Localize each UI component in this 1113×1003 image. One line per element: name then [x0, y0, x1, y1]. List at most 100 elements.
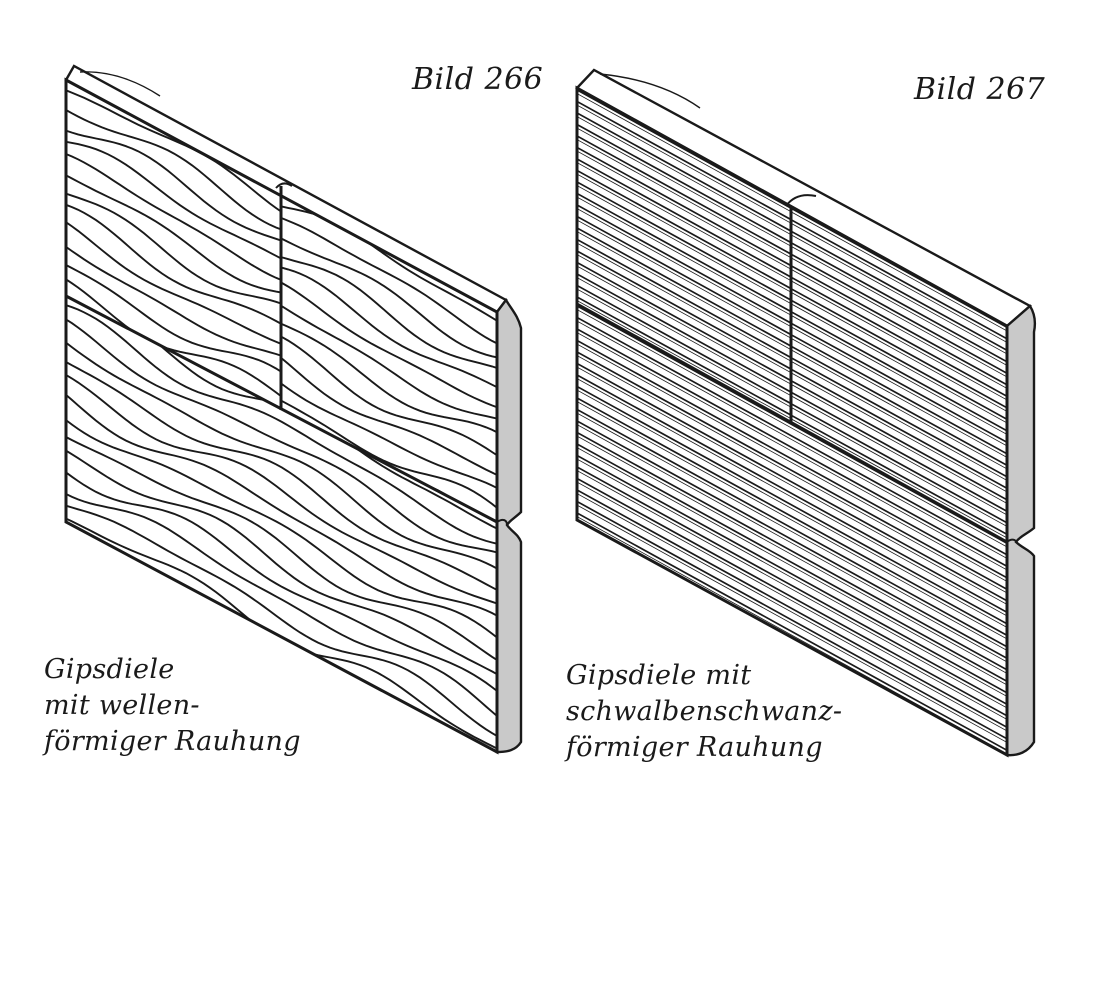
- board-outline: [64, 77, 499, 755]
- groove-line: [791, 335, 1007, 462]
- groove-line: [281, 333, 497, 461]
- groove-line: [577, 324, 1007, 571]
- board-end-section: [495, 297, 523, 754]
- caption-line: förmiger Rauhung: [44, 726, 301, 757]
- groove-line: [791, 346, 1007, 474]
- groove-line: [577, 200, 791, 329]
- groove-line: [577, 227, 791, 356]
- groove-line: [577, 131, 791, 260]
- groove-line: [577, 335, 1007, 583]
- groove-line: [791, 266, 1007, 393]
- groove-line: [281, 352, 497, 480]
- groove-line: [66, 315, 497, 556]
- groove-line: [577, 211, 791, 341]
- groove-line: [281, 301, 497, 422]
- groove-line: [577, 496, 1007, 744]
- caption-line: schwalbenschwanz-: [566, 696, 843, 727]
- groove-line: [577, 466, 1007, 713]
- groove-line: [577, 307, 791, 422]
- groove-line: [577, 489, 1007, 736]
- groove-line: [577, 165, 791, 295]
- groove-line: [577, 316, 1007, 563]
- horizontal-joint: [576, 302, 1008, 544]
- groove-line: [577, 100, 791, 229]
- groove-line: [577, 485, 1007, 732]
- groove-line: [577, 177, 791, 306]
- groove-line: [66, 150, 281, 284]
- groove-line: [66, 274, 281, 403]
- groove-line: [281, 320, 497, 437]
- groove-line: [66, 139, 281, 264]
- wavy-plaster-board-drawing: [64, 64, 523, 755]
- groove-line: [791, 208, 1007, 336]
- groove-line: [577, 246, 791, 375]
- groove-line: [577, 142, 791, 272]
- groove-line: [577, 347, 1007, 594]
- groove-line: [577, 393, 1007, 640]
- groove-line: [66, 217, 281, 348]
- groove-line: [66, 467, 497, 698]
- groove-line: [577, 261, 791, 390]
- groove-line: [66, 190, 281, 307]
- groove-line: [577, 443, 1007, 690]
- groove-line: [66, 357, 497, 595]
- groove-line: [791, 296, 1007, 424]
- groove-line: [791, 411, 1007, 539]
- groove-line: [791, 239, 1007, 367]
- caption-wavy-roughening: Gipsdiele mit wellen- förmiger Rauhung: [44, 652, 301, 760]
- caption-line: mit wellen-: [44, 690, 200, 721]
- groove-line: [577, 204, 791, 333]
- groove-line: [791, 273, 1007, 401]
- groove-line: [791, 285, 1007, 413]
- groove-line: [577, 257, 791, 387]
- groove-line: [577, 250, 791, 379]
- groove-line: [577, 477, 1007, 724]
- groove-line: [577, 123, 791, 252]
- groove-line: [66, 337, 497, 574]
- groove-line: [577, 135, 791, 264]
- groove-line: [577, 473, 1007, 721]
- groove-line: [577, 158, 791, 287]
- groove-line: [577, 280, 791, 410]
- groove-line: [281, 215, 497, 348]
- groove-line: [577, 292, 791, 421]
- groove-line: [281, 254, 497, 372]
- groove-line: [281, 279, 497, 411]
- groove-line: [577, 427, 1007, 675]
- groove-line: [577, 96, 791, 226]
- groove-line: [577, 374, 1007, 621]
- groove-line: [577, 89, 791, 218]
- groove-line: [577, 508, 1007, 755]
- board-end-section: [1005, 304, 1037, 757]
- groove-line: [577, 88, 791, 214]
- figure-number-267: Bild 267: [914, 72, 1046, 107]
- groove-line: [577, 381, 1007, 629]
- groove-line: [66, 370, 497, 607]
- caption-line: förmiger Rauhung: [566, 732, 823, 763]
- groove-line: [577, 192, 791, 321]
- groove-line: [66, 446, 497, 679]
- groove-line: [791, 358, 1007, 485]
- groove-line: [66, 302, 497, 547]
- groove-line: [791, 388, 1007, 516]
- groove-line: [577, 358, 1007, 606]
- groove-line: [577, 431, 1007, 678]
- groove-line: [791, 377, 1007, 505]
- groove-line: [577, 238, 791, 367]
- groove-line: [791, 369, 1007, 497]
- groove-line: [577, 462, 1007, 709]
- groove-line: [577, 328, 1007, 575]
- groove-line: [66, 261, 281, 377]
- groove-line: [791, 243, 1007, 370]
- horizontal-joint: [65, 294, 498, 524]
- board-top-edge: [64, 64, 508, 314]
- groove-line: [577, 269, 791, 398]
- groove-line: [791, 300, 1007, 428]
- groove-line: [577, 296, 791, 422]
- groove-line: [791, 216, 1007, 344]
- groove-line: [281, 265, 497, 392]
- groove-line: [66, 389, 497, 621]
- groove-line: [281, 378, 497, 493]
- groove-line: [577, 312, 1007, 560]
